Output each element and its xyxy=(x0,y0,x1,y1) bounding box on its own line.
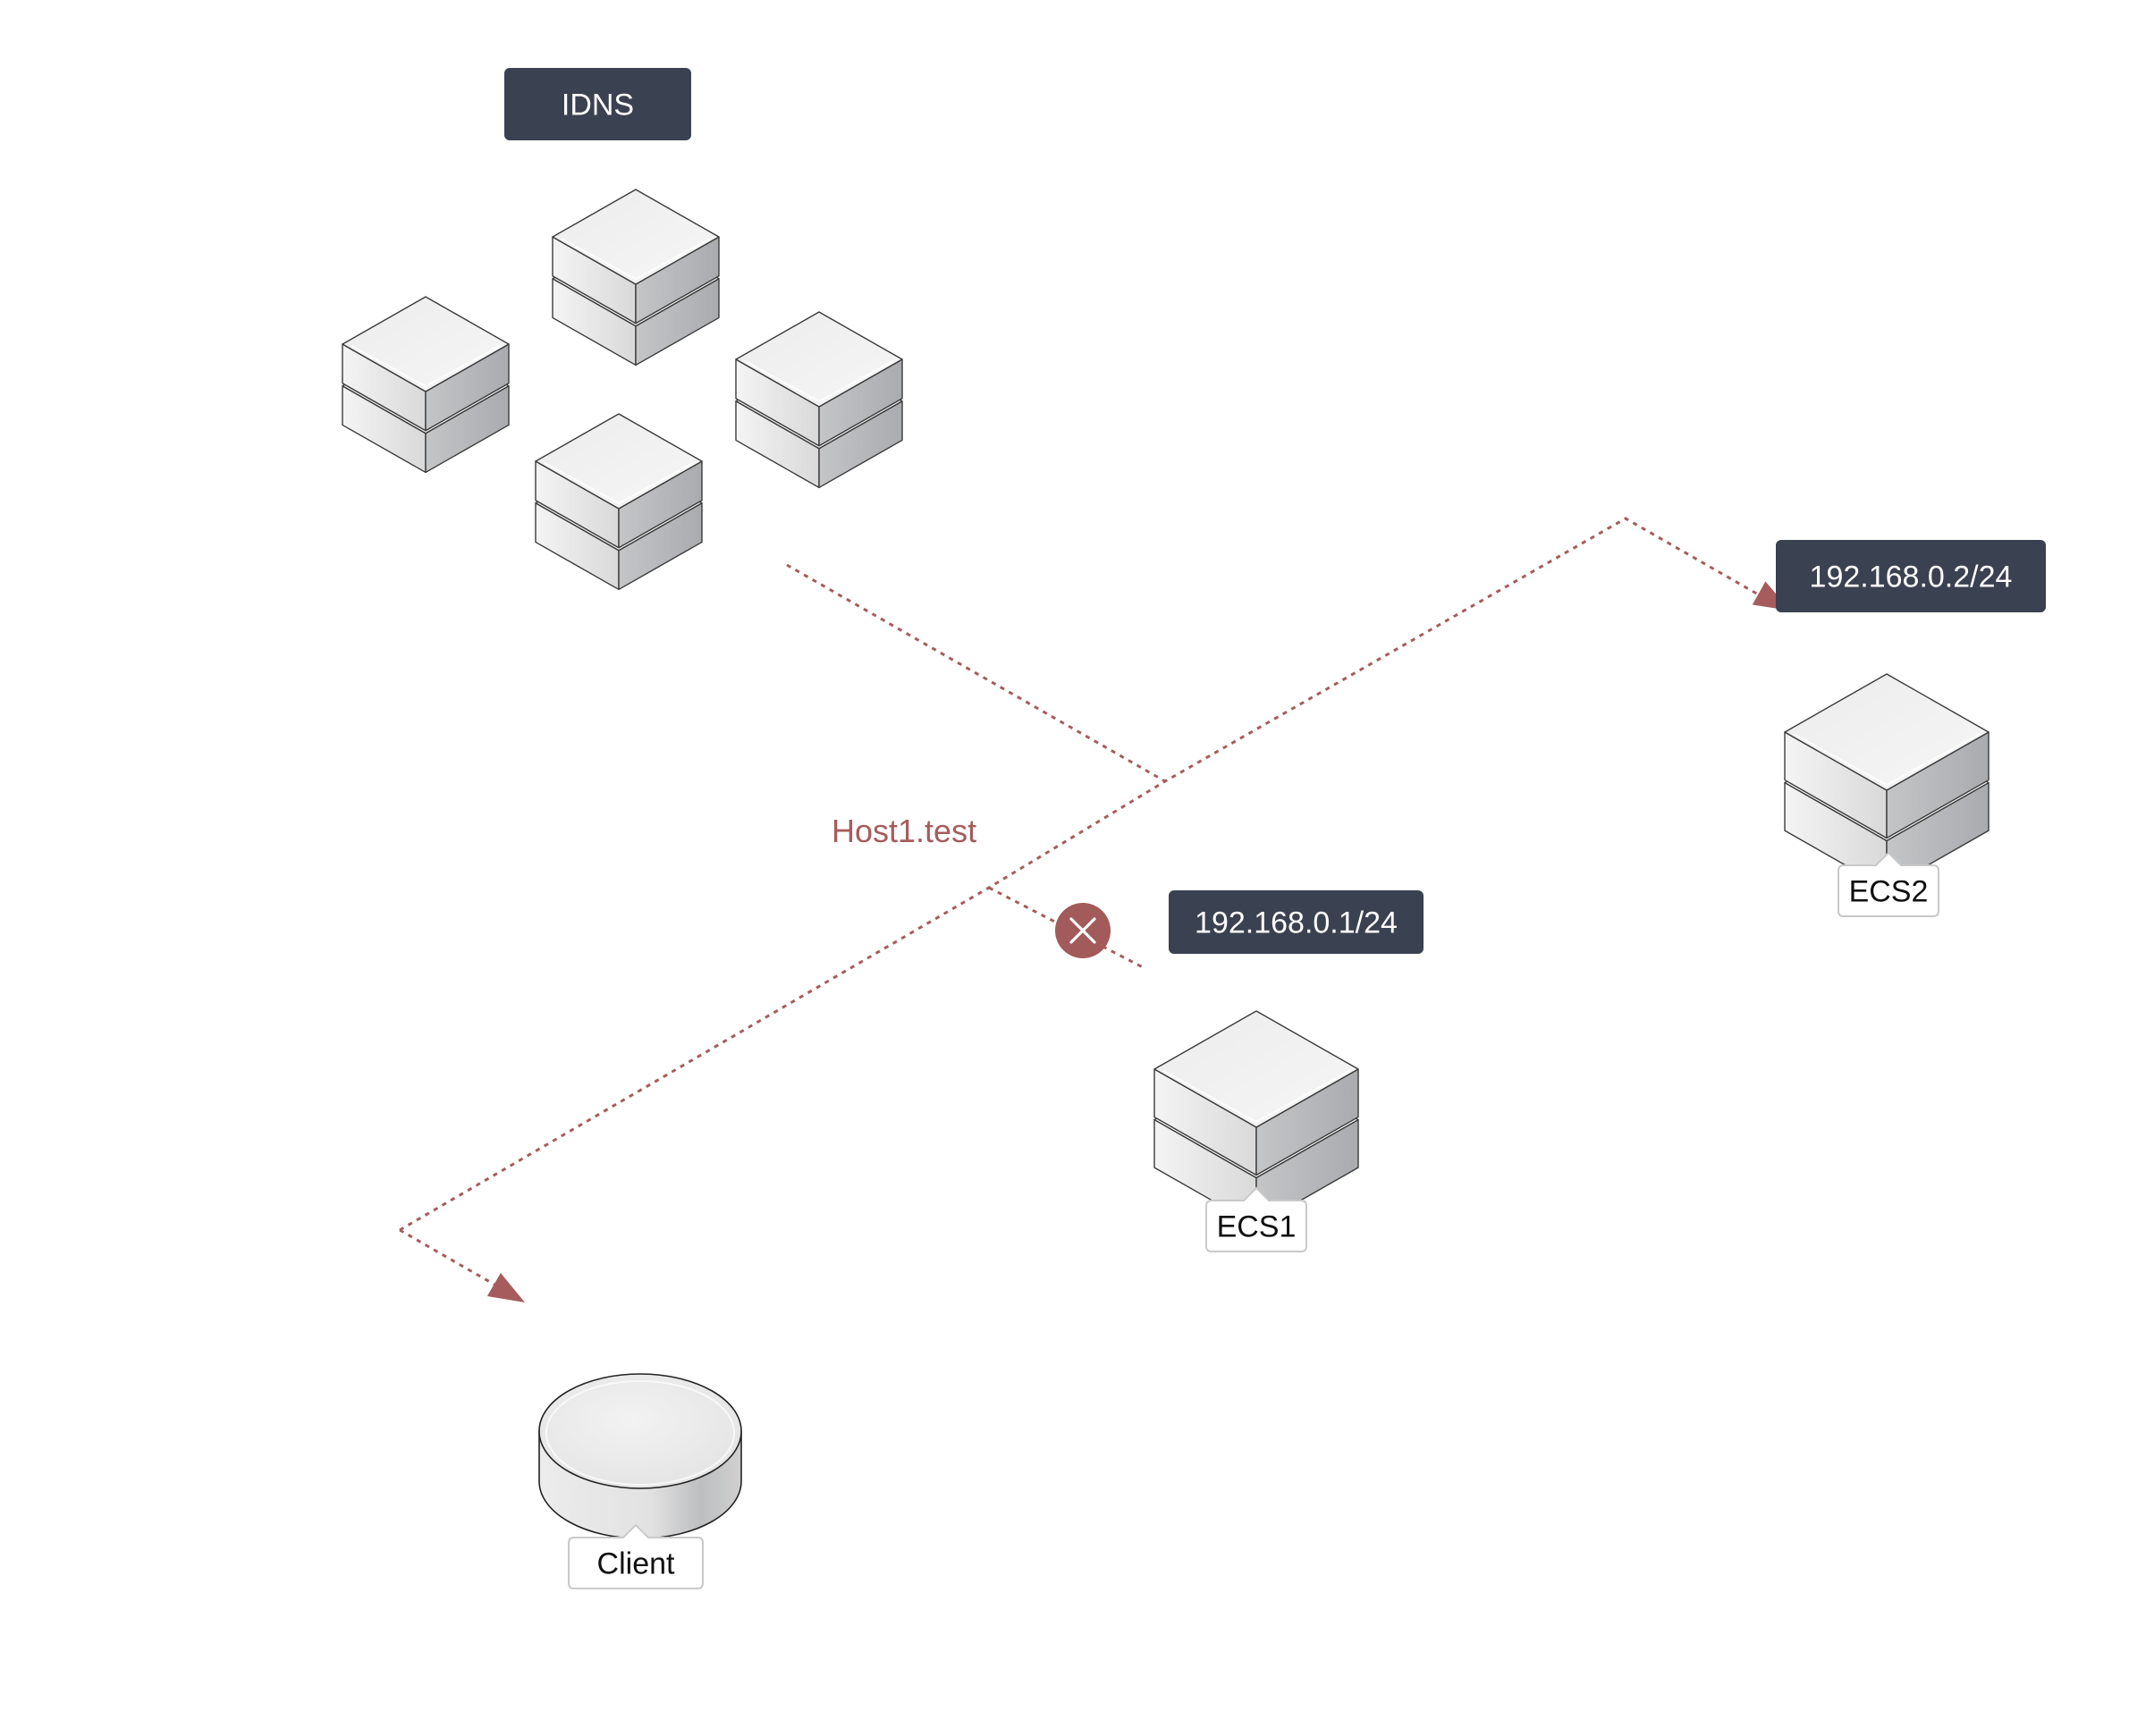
ecs2-tag[interactable]: 192.168.0.2/24 xyxy=(1776,540,2046,612)
flow-lines xyxy=(399,517,1790,1302)
server-stack-icon xyxy=(1784,673,1990,889)
edge-label-host1-test: Host1.test xyxy=(832,813,976,849)
ecs1-name-callout xyxy=(1205,1186,1307,1252)
ecs1-name-text: ECS1 xyxy=(1217,1210,1297,1244)
ecs1-tag-background xyxy=(1169,890,1424,954)
server-stack-icon xyxy=(1153,1010,1359,1226)
idns-tag-label: IDNS xyxy=(562,88,634,122)
client-disk-icon xyxy=(538,1373,742,1539)
flow-main-path xyxy=(399,517,1767,1232)
idns-tag-background xyxy=(504,68,691,140)
close-icon xyxy=(1069,917,1096,944)
server-stack-icon xyxy=(735,311,903,489)
idns-tag[interactable]: IDNS xyxy=(504,68,691,140)
flow-idns-to-junction xyxy=(786,563,1166,783)
arrowhead-to-client xyxy=(486,1272,525,1302)
ecs2-tag-label: 192.168.0.2/24 xyxy=(1810,560,2013,594)
server-stack-icon xyxy=(552,189,720,367)
ecs2-name-callout xyxy=(1838,851,1939,917)
blocked-badge[interactable] xyxy=(1055,903,1111,958)
client-name-callout xyxy=(568,1523,704,1589)
ecs1-tag[interactable]: 192.168.0.1/24 xyxy=(1169,890,1424,954)
ecs1-name-label[interactable]: ECS1 xyxy=(1205,1186,1307,1252)
server-stack-icon xyxy=(342,296,510,474)
server-stack-icon xyxy=(535,413,703,591)
idns-server-cluster xyxy=(342,189,903,591)
client-name-label[interactable]: Client xyxy=(568,1523,704,1589)
ecs2-name-text: ECS2 xyxy=(1849,875,1929,909)
ecs2-tag-background xyxy=(1776,540,2046,612)
ecs2-name-label[interactable]: ECS2 xyxy=(1838,851,1939,917)
ecs1-tag-label: 192.168.0.1/24 xyxy=(1195,906,1398,940)
client-name-text: Client xyxy=(597,1547,675,1581)
flow-to-client xyxy=(399,1228,502,1290)
devices xyxy=(342,189,1990,1539)
